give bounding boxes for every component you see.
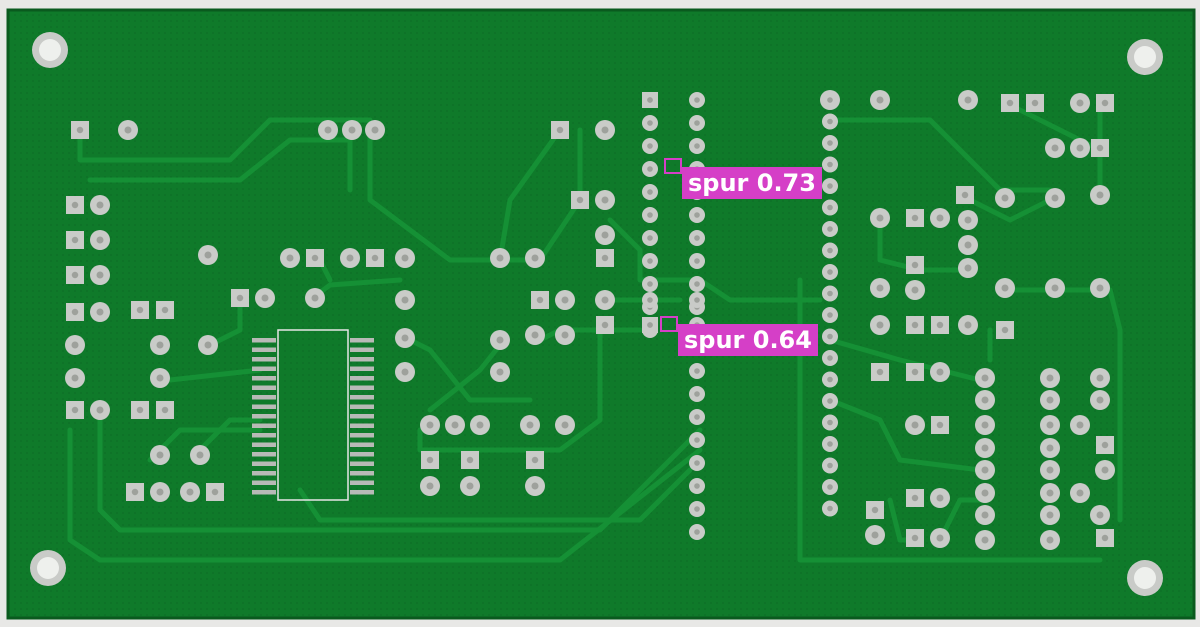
spur-detection-box-2: [660, 316, 678, 332]
ic-footprint: [252, 329, 374, 501]
spur-detection-label-2: spur 0.64: [678, 324, 818, 356]
mounting-holes: [30, 32, 1163, 596]
spur-detection-label-1: spur 0.73: [682, 167, 822, 199]
spur-detection-box-1: [664, 158, 682, 174]
through-hole-pads: [65, 90, 1115, 550]
